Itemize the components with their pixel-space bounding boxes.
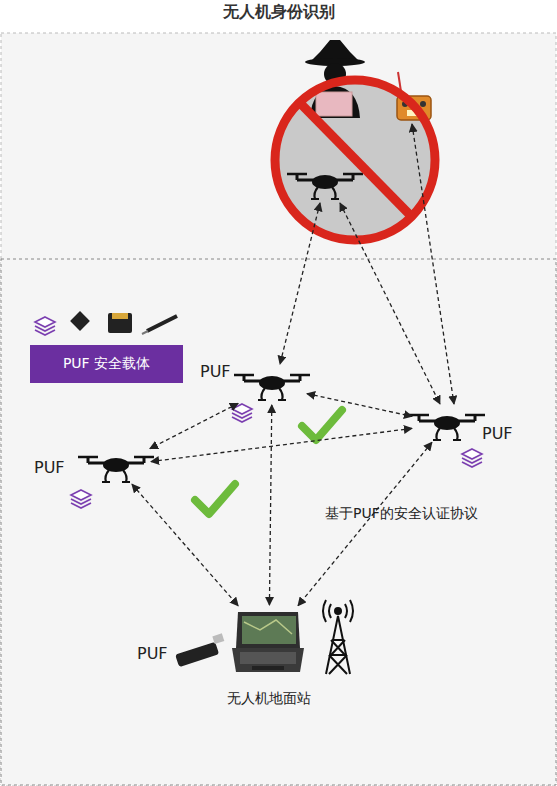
trusted-zone: [1, 259, 556, 785]
auth-link: [307, 394, 412, 417]
drone-icon: [78, 457, 154, 482]
puf-chip-icon: [462, 449, 482, 467]
auth-link: [151, 428, 412, 461]
ground-station-node: PUF无人机地面站: [232, 608, 306, 674]
node-label: PUF: [482, 424, 513, 443]
check-mark: [302, 410, 342, 440]
auth-link: [269, 405, 271, 605]
node-label: PUF: [34, 458, 65, 477]
signal-tower: [323, 600, 353, 674]
check-mark: [195, 484, 235, 514]
drone-node: PUF: [415, 408, 479, 440]
node-label: PUF 安全载体: [30, 345, 183, 383]
node-label: PUF: [137, 644, 168, 663]
ground-station-laptop: [232, 612, 304, 672]
drone-node: PUF: [240, 370, 304, 402]
protocol-label: 基于PUF的安全认证协议: [325, 505, 478, 523]
auth-link: [298, 442, 432, 605]
prohibited-zone: [275, 40, 435, 240]
carrier-box: PUF 安全载体: [30, 345, 183, 383]
drone-icon: [409, 415, 485, 440]
auth-link: [150, 403, 238, 448]
puf-chip-icon: [71, 490, 91, 508]
node-label: PUF: [200, 362, 231, 381]
rogue-links: [280, 124, 454, 404]
puf-usb-key: [175, 633, 224, 667]
drone-node: PUF: [84, 450, 148, 482]
rogue-drone: [287, 174, 363, 199]
puf-chip-icon: [232, 404, 252, 422]
auth-link: [132, 484, 238, 605]
carrier-icons: [35, 311, 177, 335]
diagram-title: 无人机身份识别: [0, 2, 557, 23]
node-caption: 无人机地面站: [210, 690, 328, 708]
drone-icon: [234, 375, 310, 400]
outer-frame: [1, 33, 556, 785]
